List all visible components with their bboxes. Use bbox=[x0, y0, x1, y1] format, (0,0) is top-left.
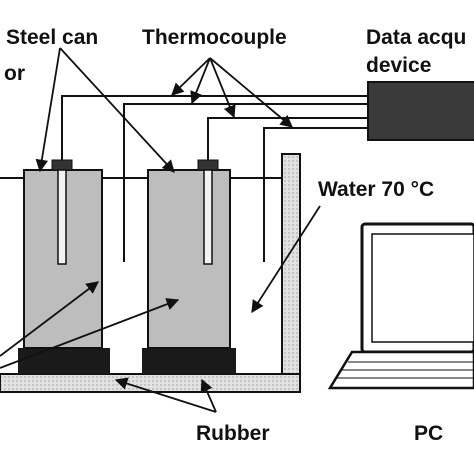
can-cap-left bbox=[51, 159, 73, 171]
data-acquisition-device bbox=[367, 81, 474, 141]
thermocouple-wires bbox=[61, 95, 370, 262]
label-water: Water 70 °C bbox=[318, 178, 434, 201]
label-steel-can: Steel can bbox=[6, 26, 98, 49]
arrow-thermocouple-2 bbox=[190, 57, 211, 105]
sensor-probe-right bbox=[203, 169, 213, 265]
rubber-pad-left bbox=[18, 348, 110, 374]
label-sensor-fragment: or bbox=[4, 62, 25, 85]
arrow-thermocouple-1 bbox=[171, 57, 211, 96]
label-thermocouple: Thermocouple bbox=[142, 26, 287, 49]
tank-right-wall bbox=[281, 153, 301, 393]
arrow-rubber-pad-right bbox=[0, 298, 180, 369]
arrow-steel-can-left bbox=[35, 47, 61, 173]
sensor-probe-left bbox=[57, 169, 67, 265]
steel-can-right bbox=[147, 169, 231, 349]
label-rubber: Rubber bbox=[196, 422, 270, 445]
pc-laptop bbox=[327, 222, 474, 390]
arrow-thermocouple-4 bbox=[209, 57, 293, 128]
arrow-rubber-2 bbox=[200, 378, 217, 413]
label-data-acquisition: Data acqu bbox=[366, 26, 466, 49]
can-cap-right bbox=[197, 159, 219, 171]
label-pc: PC bbox=[414, 422, 443, 445]
wire-1 bbox=[61, 95, 370, 160]
rubber-pad-right bbox=[142, 348, 236, 374]
arrow-thermocouple-3 bbox=[209, 57, 236, 119]
wire-4 bbox=[263, 127, 370, 262]
arrow-water bbox=[251, 205, 321, 314]
arrow-rubber-1 bbox=[114, 377, 217, 413]
label-device: device bbox=[366, 54, 431, 77]
pc-screen bbox=[371, 233, 474, 343]
arrow-rubber-pad-left bbox=[0, 281, 100, 357]
wire-2 bbox=[123, 103, 370, 262]
tank-base bbox=[0, 373, 301, 393]
water-bath bbox=[0, 153, 301, 393]
wire-3 bbox=[207, 117, 370, 160]
pointer-arrows bbox=[0, 47, 321, 413]
arrow-steel-can-right bbox=[59, 47, 175, 173]
